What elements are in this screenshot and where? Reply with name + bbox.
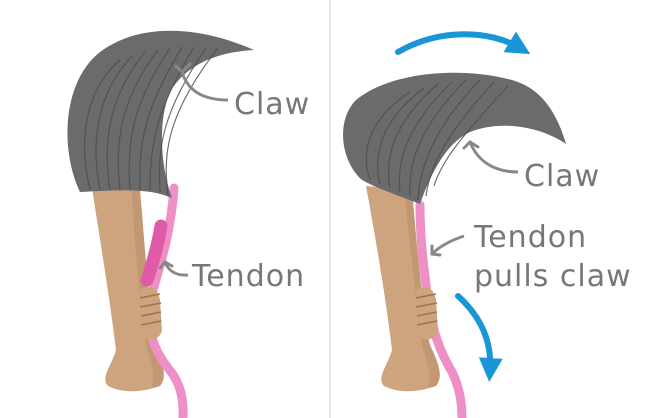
right-claw-label: Claw (524, 159, 600, 194)
right-panel: Claw Tendon pulls claw (343, 31, 632, 418)
left-tendon-pointer-head (158, 260, 174, 270)
left-tendon-label: Tendon (191, 259, 305, 294)
left-claw-label: Claw (234, 87, 310, 122)
curved-arrow-down-icon (455, 293, 503, 382)
curved-arrow-clockwise-icon (395, 31, 531, 55)
right-tendon-label-line2: pulls claw (474, 259, 632, 294)
left-claw-pointer (180, 71, 229, 102)
right-tendon-label-line1: Tendon (473, 220, 587, 255)
right-claw (343, 72, 566, 204)
left-claw (67, 30, 254, 198)
right-toe-bone (366, 186, 440, 392)
right-claw-pointer (468, 141, 519, 174)
left-claw-pointer-head (174, 62, 192, 75)
left-tendon-sheath (139, 287, 162, 340)
left-panel: Claw Tendon (67, 30, 310, 418)
right-claw-pointer-head (462, 140, 480, 150)
right-tendon-sheath (415, 287, 438, 340)
right-tendon-pointer (430, 234, 465, 256)
right-tendon-pointer-head (430, 244, 442, 257)
